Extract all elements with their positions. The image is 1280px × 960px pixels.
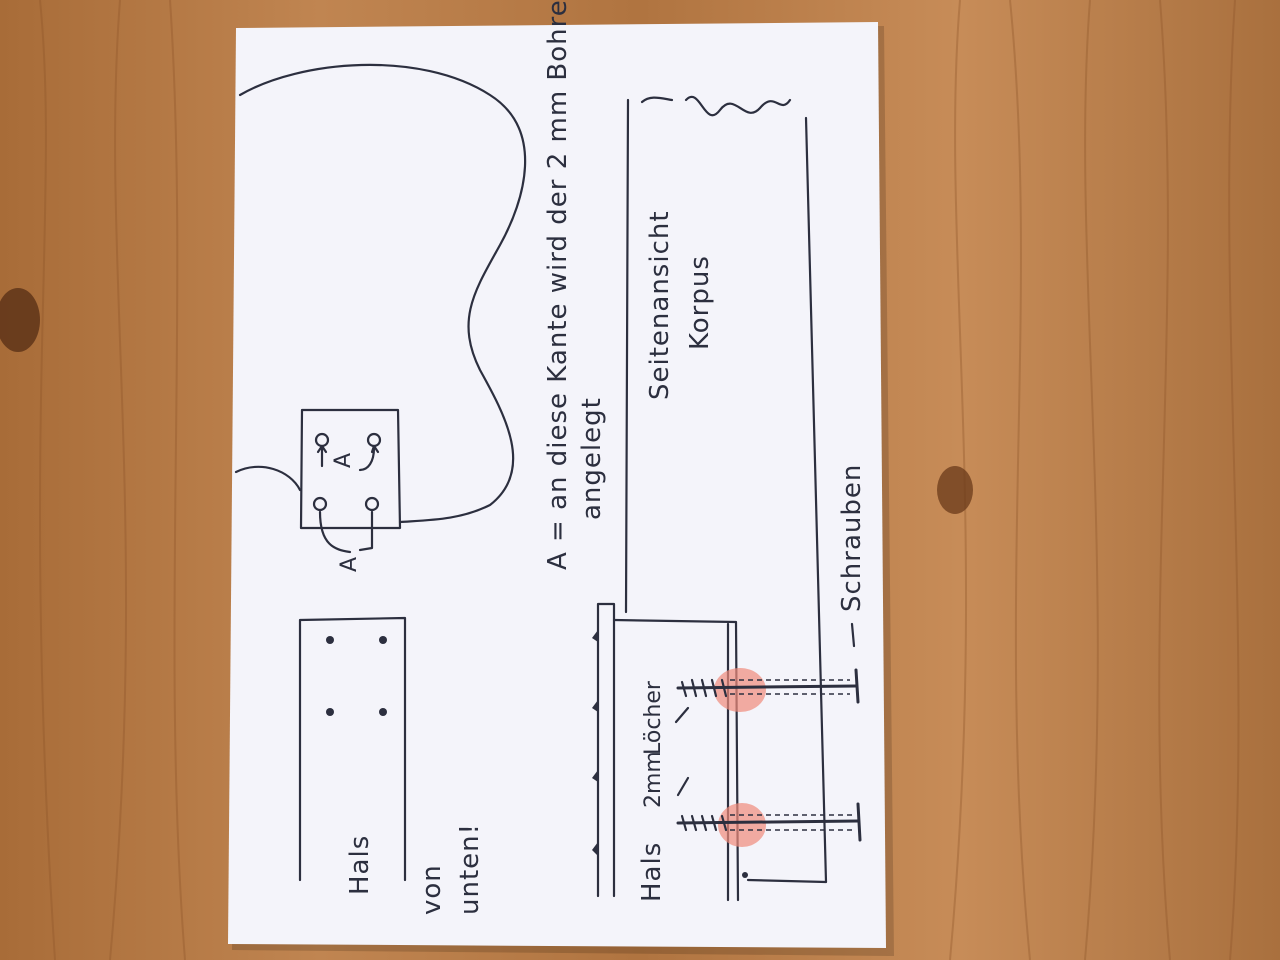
- note-line-2: angelegt: [577, 397, 607, 520]
- body-side-view: Seitenansicht Korpus: [624, 96, 828, 884]
- side-view-line-1: Seitenansicht: [645, 210, 675, 400]
- holes-label-1: 2mm: [641, 751, 666, 808]
- neck-pocket-diagram: A A: [299, 408, 402, 572]
- holes-annotation: 2mm Löcher: [641, 680, 690, 808]
- pocket-label-a-outer: A: [337, 557, 362, 572]
- screw-assembly: [676, 668, 862, 878]
- pocket-label-a-inner: A: [331, 453, 356, 468]
- neck-bottom-note-1: von: [417, 864, 447, 915]
- side-view-line-2: Korpus: [685, 255, 715, 350]
- neck-bottom-view: Hals von unten!: [298, 616, 485, 915]
- screws-label: Schrauben: [837, 464, 867, 612]
- wood-knot: [937, 466, 973, 514]
- body-outline: [234, 63, 527, 524]
- neck-top-label: Hals: [345, 835, 375, 895]
- neck-screw-hole: [326, 636, 387, 716]
- edge-note: A = an diese Kante wird der 2 mm Bohrer …: [543, 0, 607, 570]
- screws-annotation: Schrauben: [837, 464, 867, 648]
- holes-label-2: Löcher: [641, 680, 666, 755]
- neck-side-label: Hals: [637, 842, 667, 902]
- neck-bottom-note-2: unten!: [455, 823, 485, 915]
- note-line-1: A = an diese Kante wird der 2 mm Bohrer: [543, 0, 573, 570]
- highlight-mark: [714, 668, 766, 712]
- fret-marker: [592, 630, 598, 856]
- wood-knot: [0, 288, 40, 352]
- highlight-mark: [718, 803, 766, 847]
